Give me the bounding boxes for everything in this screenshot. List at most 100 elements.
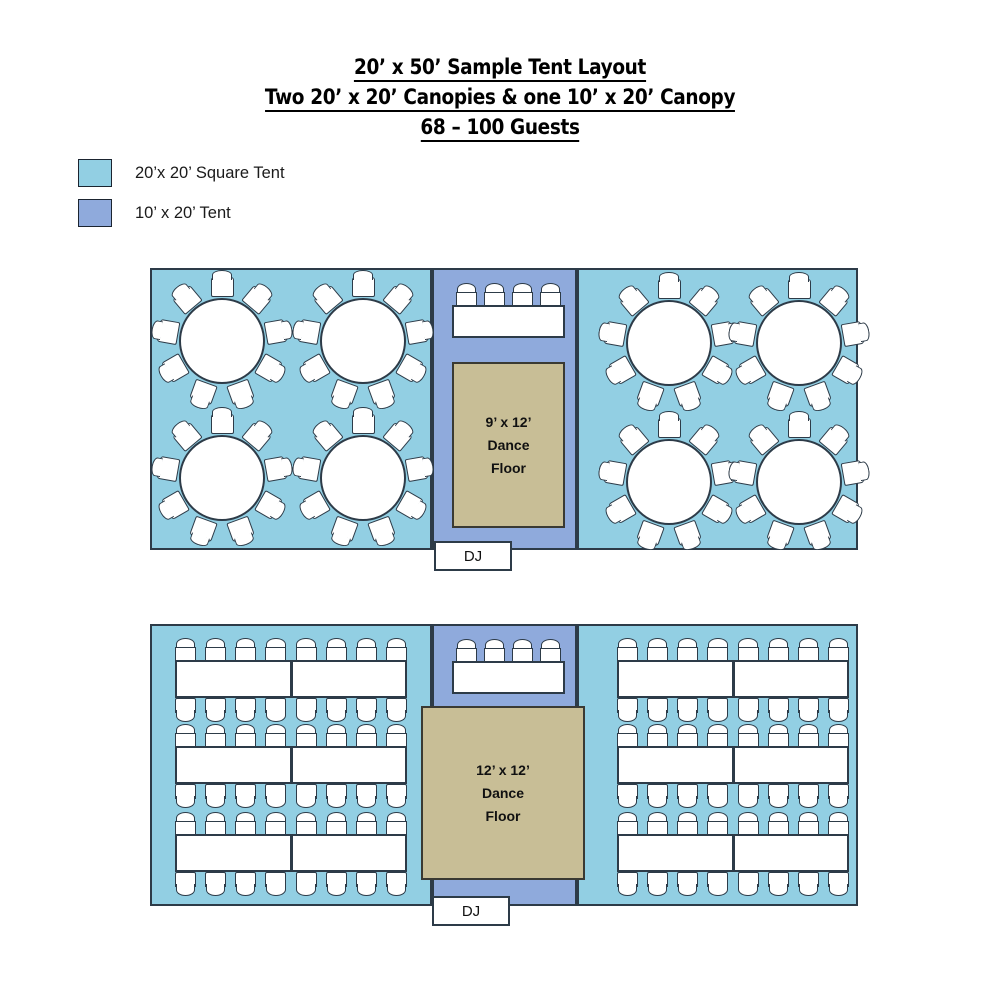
chair [737,698,759,722]
chair-back [205,709,226,722]
round-table-top [179,435,265,521]
round-table [727,411,871,552]
chair [597,320,628,347]
chair [205,784,227,808]
chair [325,698,347,722]
chair [647,638,669,662]
chair [617,698,638,722]
chair [265,784,287,808]
chair [295,872,317,896]
chair-seat [787,418,811,438]
chair [205,638,227,662]
chair [512,283,533,307]
chair-back [678,709,698,722]
banquet-table-segment [291,834,407,872]
chair [657,411,681,438]
chair-back [326,709,346,722]
chair-back [386,883,407,896]
round-table-top [320,298,406,384]
chair [235,698,257,722]
chair [265,872,287,896]
chair [295,724,317,748]
chair [263,318,294,345]
chair [210,270,234,297]
banquet-table-segment [175,746,292,784]
chair [727,320,758,347]
chair [767,724,789,748]
chair-back [768,795,788,808]
chair-back [353,407,373,417]
chair-back [647,795,668,808]
chair-seat [210,414,234,434]
chair [647,784,669,808]
chair [767,872,789,896]
title-line-3-text: 68 – 100 Guests [420,115,580,142]
dance-floor-line2: Dance [481,784,525,801]
chair [597,459,628,486]
chair [840,320,871,347]
chair-seat [351,277,375,297]
chair [647,698,669,722]
dj-label: DJ [463,547,483,565]
banquet-table-segment [175,834,292,872]
chair-back [175,795,196,808]
dj-booth: DJ [434,541,512,571]
round-table [291,407,435,548]
square-swatch-icon [78,199,112,227]
round-table-top [320,435,406,521]
legend: 20’x 20’ Square Tent 10’ x 20’ Tent [78,153,285,233]
chair [295,638,317,662]
square-swatch-icon [78,159,112,187]
chair [235,812,257,836]
banquet-table-segment [617,746,734,784]
head-table [452,661,565,694]
chair-back [236,795,256,808]
chair-back [828,795,849,808]
chair-back [386,709,407,722]
chair-back [708,709,728,722]
chair [737,784,759,808]
dj-booth: DJ [432,896,510,926]
chair [235,872,257,896]
chair [265,638,287,662]
chair [707,724,729,748]
banquet-table-segment [617,834,734,872]
chair-back [738,709,758,722]
chair-back [708,795,728,808]
chair-seat [787,279,811,299]
chair-back [296,795,316,808]
chair [175,872,196,896]
round-table [150,407,294,548]
chair-back [647,709,668,722]
round-table [597,272,741,413]
chair [175,724,196,748]
title-line-3: 68 – 100 Guests [60,112,940,142]
chair-back [828,709,849,722]
chair [355,784,377,808]
chair-back [296,883,316,896]
banquet-table-segment [733,834,849,872]
chair [265,812,287,836]
chair [325,872,347,896]
chair [295,698,317,722]
chair [767,812,789,836]
chair [828,724,849,748]
chair-back [659,272,679,282]
chair [386,724,407,748]
chair-back [175,883,196,896]
chair [175,698,196,722]
chair [263,455,294,482]
chair [291,455,322,482]
chair [767,698,789,722]
banquet-row [617,724,849,808]
chair [840,459,871,486]
chair-seat [657,418,681,438]
chair [737,872,759,896]
chair [617,638,638,662]
chair [617,784,638,808]
chair-back [236,883,256,896]
chair-back [266,883,286,896]
chair [540,639,561,663]
